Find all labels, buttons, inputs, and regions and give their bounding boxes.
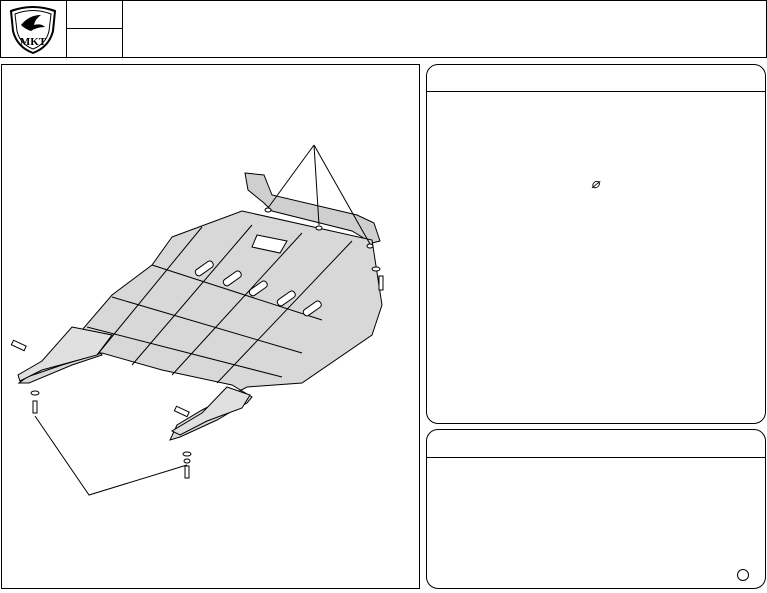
drawing-area [1,64,420,589]
logo-text: MKT [20,36,47,48]
diameter-symbol: ⌀ [591,175,600,191]
left-arm [17,326,113,382]
note-panel [426,429,766,589]
note-panel-divider [427,457,765,458]
right-arm [170,386,251,436]
title-block: MKT [0,0,767,58]
spec-panel-divider [427,91,765,92]
shield-logo-icon: MKT [9,6,57,55]
code-top [66,1,122,29]
code-cell [66,1,123,57]
bolt-icon [173,405,190,418]
washer-icon [182,451,192,457]
bolt-icon [378,275,384,291]
bolt-icon [32,400,38,414]
bracket-icon [244,172,381,244]
bolt-icon [10,339,27,352]
washer-icon [30,390,40,396]
skid-plate-diagram [10,144,384,496]
skid-plate-body [17,210,383,441]
washer-icon [183,458,191,464]
spec-panel: ⌀ [426,64,766,424]
bolt-icon [184,465,190,479]
circle-marker-icon [737,569,749,581]
logo-cell: MKT [1,1,67,57]
callout-leader-icon [34,144,371,496]
washer-icon [371,266,381,272]
